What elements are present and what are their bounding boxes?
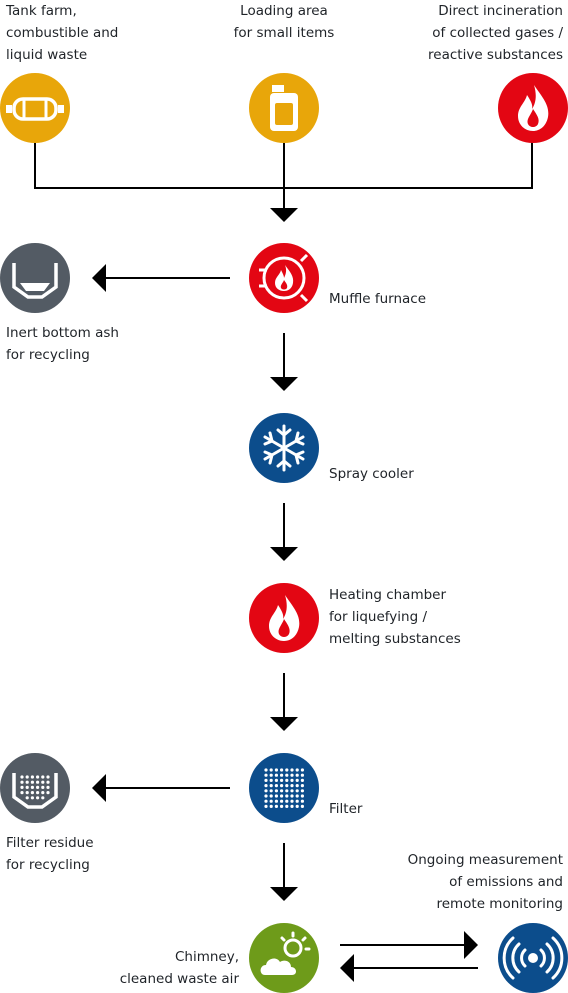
tank-farm-label: Tank farm, combustible and liquid waste (6, 3, 119, 63)
filter-residue-icon (0, 753, 70, 823)
arrowhead-down-5 (270, 887, 298, 901)
flame-icon (498, 73, 568, 143)
arrowhead-right-monitor (464, 931, 478, 959)
arrowhead-down-3 (270, 547, 298, 561)
filter-residue-label: Filter residue for recycling (6, 835, 94, 873)
loading-area-label: Loading area for small items (233, 3, 335, 41)
arrowhead-down-4 (270, 717, 298, 731)
bottom-ash-label: Inert bottom ash for recycling (6, 325, 119, 363)
bottom-ash-icon (0, 243, 70, 313)
flame-icon (249, 583, 319, 653)
arrowhead-down-1 (270, 208, 298, 222)
muffle-furnace-label: Muffle furnace (329, 291, 427, 307)
arrowhead-left-ash (92, 264, 106, 292)
snowflake-icon (249, 413, 319, 483)
filter-icon (249, 753, 319, 823)
spray-cooler-label: Spray cooler (329, 466, 414, 482)
chimney-label: Chimney, cleaned waste air (119, 949, 239, 987)
arrowhead-down-2 (270, 377, 298, 391)
ongoing-measurement-label: Ongoing measurement of emissions and rem… (407, 852, 563, 912)
direct-incineration-label: Direct incineration of collected gases /… (428, 3, 563, 63)
arrowhead-left-chimney (340, 954, 354, 982)
canister-icon (249, 73, 319, 143)
signal-icon (498, 923, 568, 993)
heating-chamber-label: Heating chamber for liquefying / melting… (329, 587, 461, 647)
tank-icon (0, 73, 70, 143)
arrowhead-left-residue (92, 774, 106, 802)
furnace-icon (249, 243, 319, 313)
filter-label: Filter (329, 801, 363, 817)
sun-cloud-icon (249, 923, 319, 993)
